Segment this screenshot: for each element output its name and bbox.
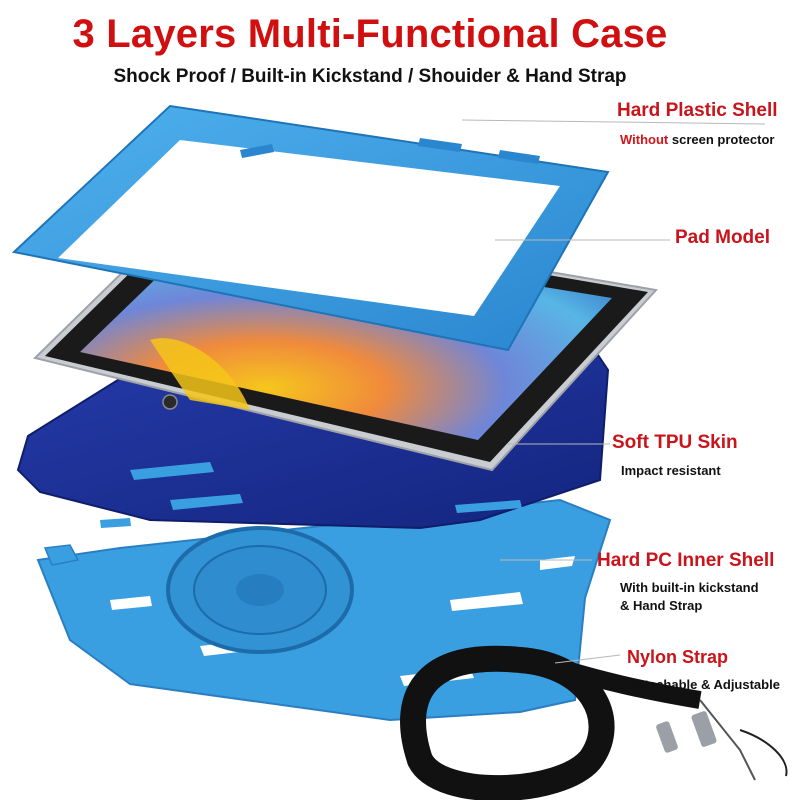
callout-hard-pc-inner-shell-note-2: & Hand Strap — [620, 598, 703, 613]
callout-hard-plastic-shell: Hard Plastic Shell — [617, 100, 778, 121]
callout-hard-pc-inner-shell: Hard PC Inner Shell — [597, 550, 775, 571]
note-rest: screen protector — [668, 132, 775, 147]
note-highlight: Without — [620, 132, 669, 147]
callout-soft-tpu-skin-note: Impact resistant — [621, 463, 721, 478]
pc-inner-shell-icon — [36, 498, 612, 722]
leader-line-nylon-strap — [554, 654, 621, 664]
hard-plastic-frame-icon — [11, 104, 610, 352]
callout-soft-tpu-skin: Soft TPU Skin — [612, 432, 738, 453]
callout-pad-model: Pad Model — [675, 227, 771, 248]
callout-nylon-strap-note: Detachable & Adjustable — [628, 677, 780, 692]
page-title: 3 Layers Multi-Functional Case — [72, 12, 668, 56]
callout-nylon-strap: Nylon Strap — [627, 647, 729, 667]
page-subtitle: Shock Proof / Built-in Kickstand / Shoui… — [113, 66, 627, 87]
nylon-strap-icon — [400, 645, 788, 800]
callout-hard-plastic-shell-note: Without screen protector — [620, 132, 774, 147]
leader-line-hard-plastic-shell — [461, 119, 766, 125]
callout-hard-pc-inner-shell-note-1: With built-in kickstand — [620, 580, 759, 595]
